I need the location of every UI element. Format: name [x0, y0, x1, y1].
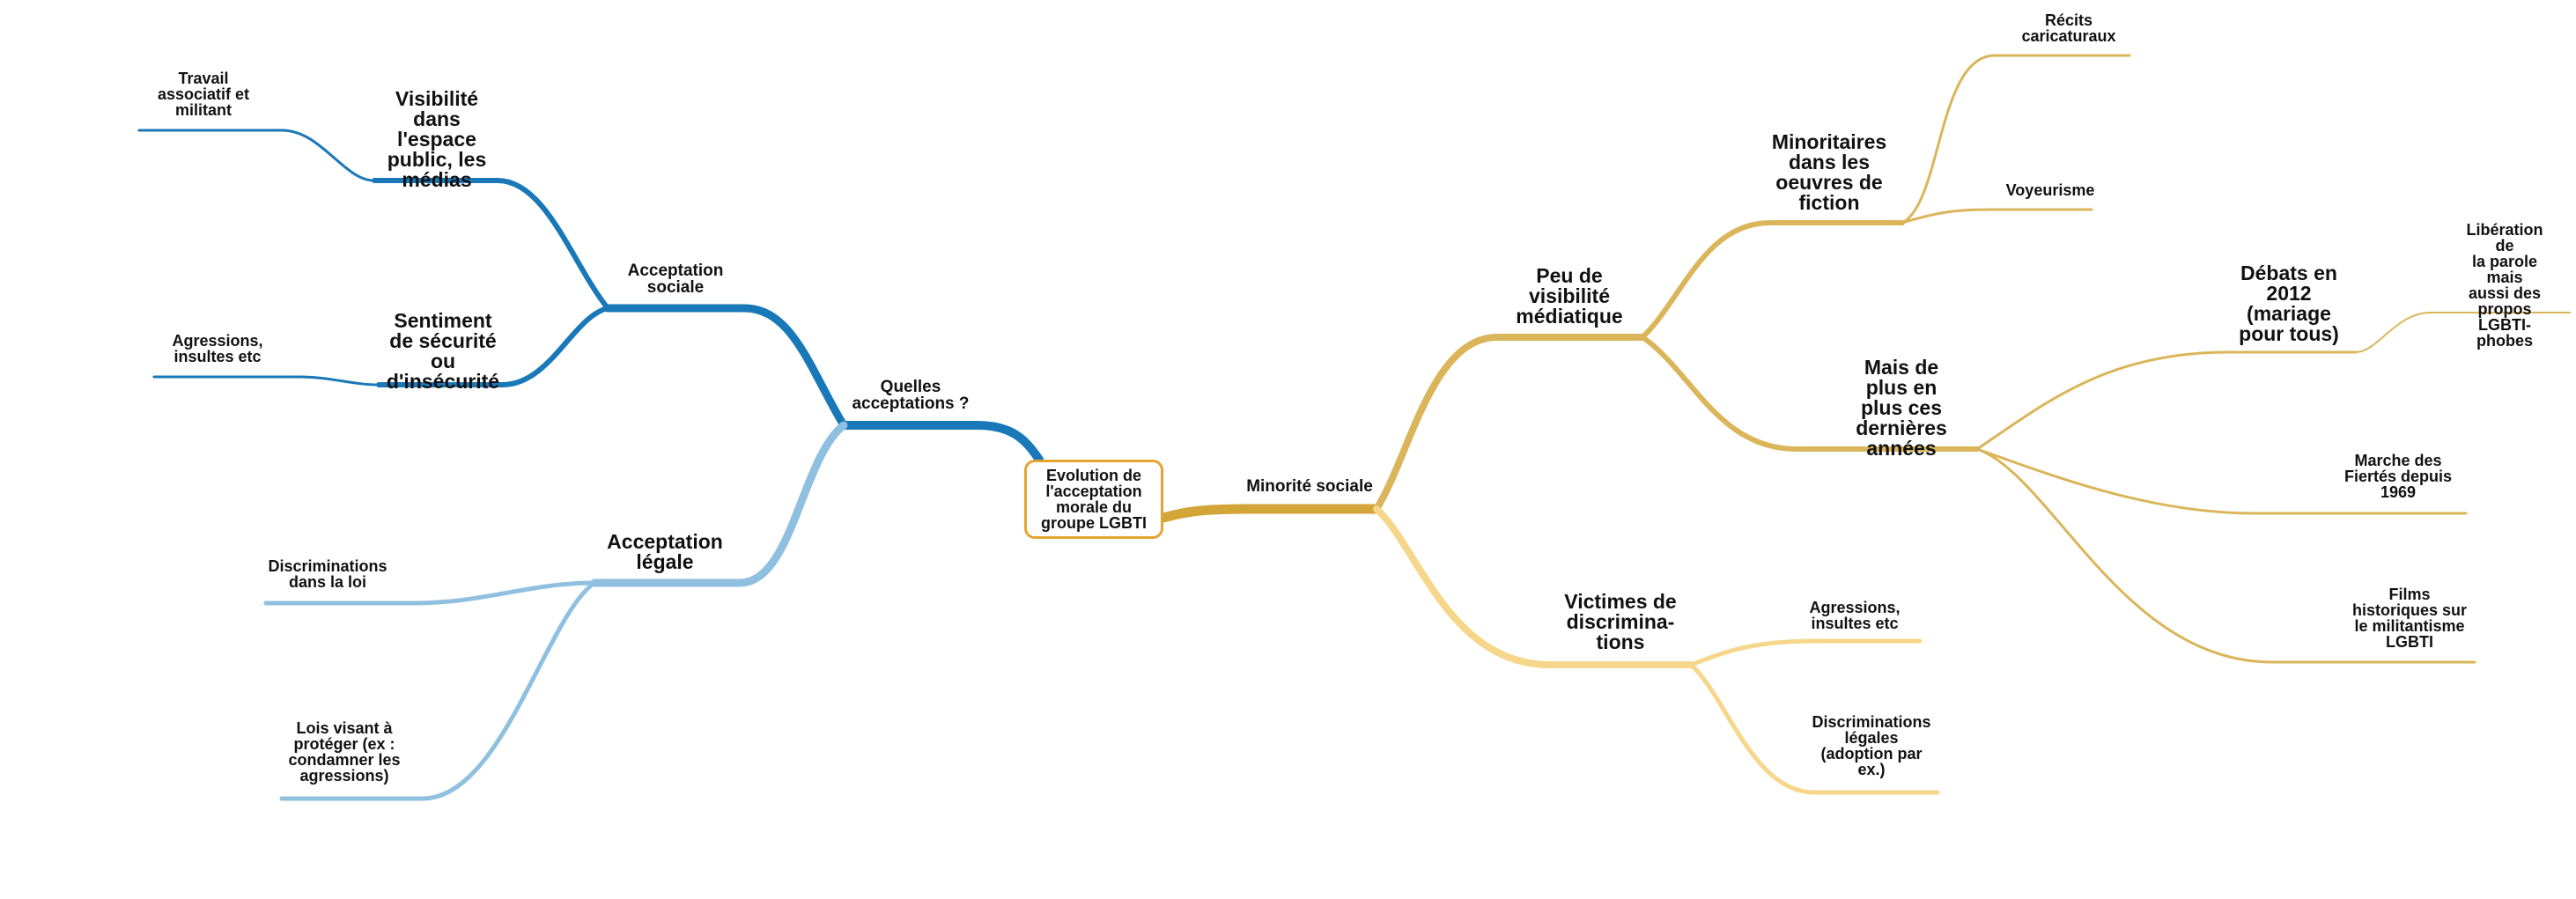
node-travail-associatif[interactable]: Travail associatif et militant — [157, 70, 250, 119]
edge-sociale-visibilite — [372, 178, 610, 311]
edge-root-minorite — [1158, 504, 1382, 523]
edge-visibilite-plus — [1640, 335, 1980, 452]
node-acceptation-legale[interactable]: Acceptation légale — [607, 530, 723, 573]
node-agressions-insultes-left[interactable]: Agressions, insultes etc — [172, 332, 263, 365]
edge-root-quelles — [839, 421, 1044, 464]
edge-quelles-sociale — [603, 304, 848, 430]
edge-visibilite-travail — [137, 129, 376, 182]
node-voyeurisme[interactable]: Voyeurisme — [2005, 181, 2095, 199]
edge-minoritaires-voyeurisme — [1901, 208, 2093, 225]
root-node[interactable]: Evolution de l'acceptation morale du gro… — [1024, 460, 1163, 539]
edge-visibilite-minoritaires — [1640, 220, 1905, 340]
edge-minorite-visibilite — [1373, 334, 1646, 512]
node-plus-en-plus[interactable]: Mais de plus en plus ces dernières année… — [1856, 356, 1947, 460]
node-lois-proteger[interactable]: Lois visant à protéger (ex : condamner l… — [288, 719, 401, 785]
node-films-historiques[interactable]: Films historiques sur le militantisme LG… — [2351, 586, 2468, 651]
edge-minorite-victimes — [1373, 505, 1694, 668]
edge-plus-marche — [1975, 447, 2468, 515]
edge-securite-agressions — [152, 375, 380, 387]
edge-legale-discriminations — [263, 580, 597, 606]
node-visibilite-espace-public[interactable]: Visibilité dans l'espace public, les méd… — [387, 87, 487, 191]
node-agressions-insultes-right[interactable]: Agressions, insultes etc — [1809, 599, 1901, 632]
edge-quelles-legale — [590, 421, 848, 587]
edge-victimes-discriminations — [1688, 662, 1940, 795]
node-quelles-acceptations[interactable]: Quelles acceptations ? — [852, 378, 970, 413]
edge-minoritaires-recits — [1901, 54, 2131, 225]
node-debats-2012[interactable]: Débats en 2012 (mariage pour tous) — [2239, 262, 2339, 345]
node-acceptation-sociale[interactable]: Acceptation sociale — [627, 262, 724, 297]
node-recits-caricaturaux[interactable]: Récits caricaturaux — [2021, 11, 2116, 45]
edge-sociale-securite — [376, 306, 610, 387]
edge-plus-debats — [1975, 350, 2358, 451]
edge-legale-lois — [279, 580, 597, 801]
node-marche-fiertes[interactable]: Marche des Fiertés depuis 1969 — [2343, 452, 2453, 501]
node-discriminations-legales[interactable]: Discriminations légales (adoption par ex… — [1812, 713, 1931, 778]
node-sentiment-securite[interactable]: Sentiment de sécurité ou d'insécurité — [386, 309, 500, 393]
node-victimes-discriminations[interactable]: Victimes de discrimina- tions — [1564, 590, 1677, 653]
node-discriminations-loi[interactable]: Discriminations dans la loi — [268, 557, 388, 591]
edge-plus-films — [1975, 447, 2476, 664]
node-minorite-sociale[interactable]: Minorité sociale — [1246, 477, 1373, 496]
node-liberation-parole[interactable]: Libération de la parole mais aussi des p… — [2466, 221, 2543, 350]
node-peu-visibilite[interactable]: Peu de visibilité médiatique — [1516, 264, 1623, 328]
node-minoritaires-fiction[interactable]: Minoritaires dans les oeuvres de fiction — [1771, 130, 1887, 214]
edge-debats-liberation — [2355, 312, 2571, 353]
edge-victimes-agressions — [1688, 638, 1923, 667]
